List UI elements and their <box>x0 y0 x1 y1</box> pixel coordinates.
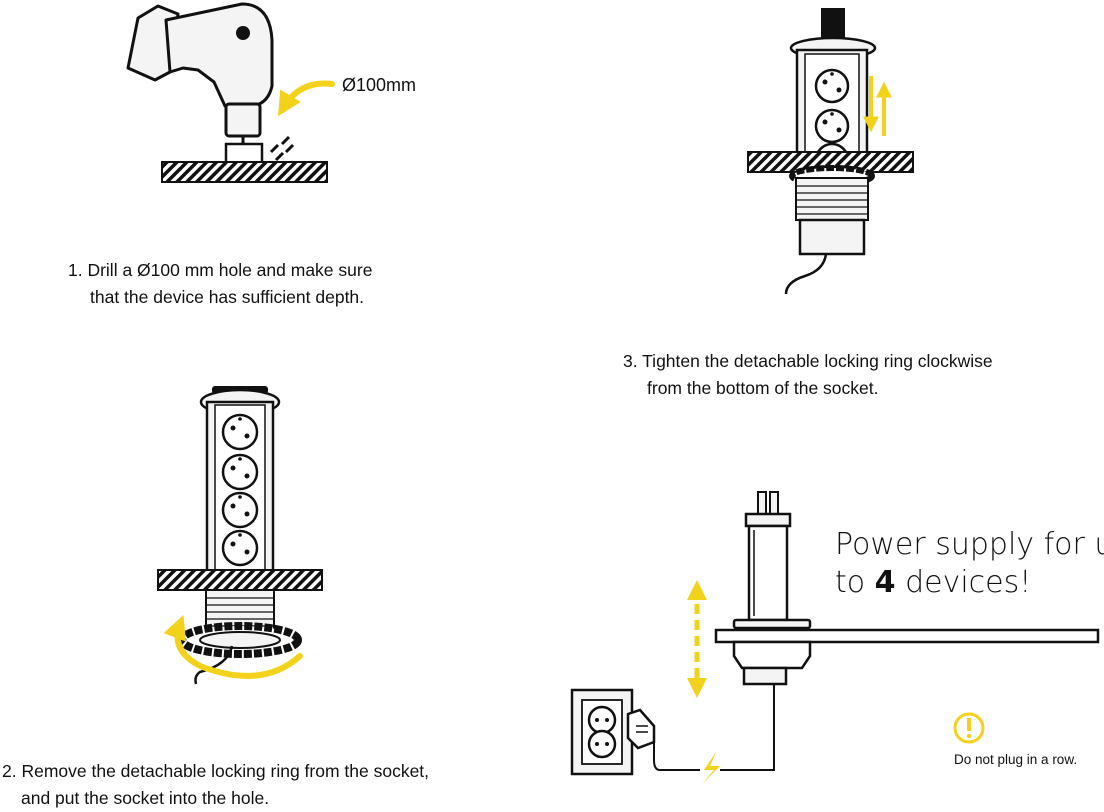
outlet-3-1 <box>814 68 850 104</box>
tagline-device-count: 4 <box>874 565 896 600</box>
step-2-text: 2. Remove the detachable locking ring fr… <box>2 758 429 812</box>
step1-drill-illustration <box>126 2 335 183</box>
step4-connection-illustration <box>570 491 1100 784</box>
threaded-body-3 <box>795 177 869 221</box>
plug <box>626 708 656 750</box>
tagline-line-1: Power supply for up <box>835 527 1104 562</box>
drill-chuck <box>224 102 262 138</box>
outlet-2-1 <box>221 413 259 451</box>
step-1-text: 1. Drill a Ø100 mm hole and make sure th… <box>68 257 372 311</box>
exclamation-circle-icon <box>953 712 985 744</box>
step-2-line-1: 2. Remove the detachable locking ring fr… <box>2 761 430 781</box>
tagline-line-2: to 4 devices! <box>835 564 1104 602</box>
countertop-2 <box>157 569 323 591</box>
rotation-arrow-1 <box>278 80 335 117</box>
countertop-4 <box>714 628 1100 644</box>
countertop-1 <box>161 161 328 183</box>
lightning-icon <box>702 752 720 784</box>
drill-body <box>164 2 274 108</box>
step-3-text: 3. Tighten the detachable locking ring c… <box>623 348 993 402</box>
tagline-line-2-post: devices! <box>895 565 1032 600</box>
step-1-line-1: 1. Drill a Ø100 mm hole and make sure <box>68 260 373 280</box>
step-1-line-2: that the device has sufficient depth. <box>90 287 365 307</box>
outlet-3-2 <box>814 108 850 144</box>
step2-socket-illustration <box>157 386 323 685</box>
socket-tower-4 <box>744 512 792 528</box>
outlet-2-2 <box>221 453 259 491</box>
outlet-2-4 <box>221 529 259 567</box>
drill-diameter-label: Ø100mm <box>342 75 417 95</box>
warning-text: Do not plug in a row. <box>954 752 1078 767</box>
step-2-line-2: and put the socket into the hole. <box>21 788 270 808</box>
tagline-line-2-pre: to <box>835 565 875 600</box>
outlet-2-3 <box>221 491 259 529</box>
drill-button <box>236 26 250 40</box>
step3-socket-illustration <box>747 8 914 295</box>
step-3-line-1: 3. Tighten the detachable locking ring c… <box>623 351 993 371</box>
tagline: Power supply for up to 4 devices! <box>835 526 1104 602</box>
step-3-line-2: from the bottom of the socket. <box>647 378 879 398</box>
rotation-arrow-2 <box>163 615 303 679</box>
